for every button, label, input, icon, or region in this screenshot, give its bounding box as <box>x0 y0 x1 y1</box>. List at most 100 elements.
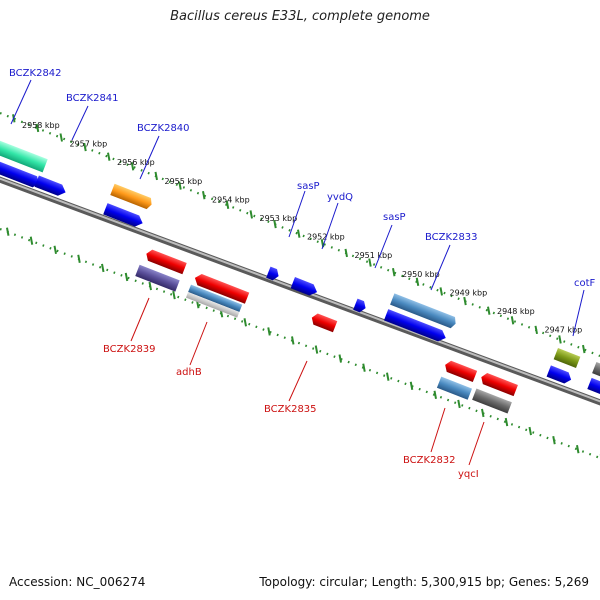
gene-label: BCZK2833 <box>425 232 478 243</box>
ruler-tick-label: 2955 kbp <box>165 177 203 186</box>
ruler-major-tick <box>154 171 158 181</box>
ruler-tick-label: 2948 kbp <box>497 307 535 316</box>
ruler-minor-track-tick <box>53 245 57 254</box>
gene-label: cotF <box>574 278 596 289</box>
gene-label: BCZK2835 <box>264 404 317 415</box>
gene-feature-forward-3 <box>103 203 143 227</box>
gene-feature-gray-edge <box>592 361 600 378</box>
ruler-tick-label: 2950 kbp <box>402 270 440 279</box>
ruler-major-tick <box>368 258 372 267</box>
accession-text: Accession: NC_006274 <box>9 575 146 589</box>
ruler-minor-track-tick <box>101 263 105 273</box>
gene-feature-bczk2832 <box>436 376 473 400</box>
ruler-major-tick <box>83 142 87 152</box>
gene-label: yvdQ <box>327 192 353 203</box>
ruler-major-tick <box>107 152 111 161</box>
forward-gene-labels: BCZK2842 BCZK2841 BCZK2840 sasP yvdQ sas… <box>9 68 596 289</box>
ruler-minor-track-tick <box>243 318 247 327</box>
gene-feature-yvdQ <box>290 277 318 296</box>
ruler-minor-track-tick <box>124 272 129 282</box>
reverse-gene-labels: BCZK2839 adhB BCZK2835 BCZK2832 yqcI <box>103 344 479 480</box>
gene-label: adhB <box>176 367 202 378</box>
inner-ruler-track <box>0 227 600 460</box>
ruler-tick-label: 2951 kbp <box>355 251 393 260</box>
ruler-major-tick <box>392 267 396 277</box>
ruler-minor-track-tick <box>314 345 319 354</box>
gene-feature-forward-2 <box>34 175 66 196</box>
gene-feature-bczk2839 <box>135 264 180 292</box>
gene-label: BCZK2832 <box>403 455 456 466</box>
ruler-minor-track-tick <box>552 435 556 445</box>
ruler-tick-label: 2956 kbp <box>117 158 155 167</box>
outer-ruler-track <box>0 111 600 358</box>
gene-feature-sasP-1 <box>266 266 279 281</box>
ruler-minor-track-tick <box>409 381 414 390</box>
ruler-minor-track-tick <box>481 408 485 418</box>
ruler-major-tick <box>273 219 277 229</box>
ruler-tick-label: 2949 kbp <box>450 288 488 297</box>
ruler-tick-label: 2954 kbp <box>212 195 250 204</box>
ruler-tick-label: 2953 kbp <box>260 214 298 223</box>
gene-label: sasP <box>297 181 320 192</box>
gene-label: BCZK2841 <box>66 93 119 104</box>
ruler-major-tick <box>297 229 301 238</box>
gene-label: sasP <box>383 212 406 223</box>
gene-feature-adhB <box>185 284 243 318</box>
gene-feature-reverse-1 <box>146 249 187 275</box>
ruler-minor-track-tick <box>528 426 532 436</box>
ruler-major-tick <box>415 277 420 286</box>
label-leader-lines <box>10 79 585 466</box>
ruler-major-tick <box>130 162 135 171</box>
ruler-tick-label: 2947 kbp <box>545 326 583 335</box>
ruler-minor-track-tick <box>576 445 580 454</box>
gene-feature-reverse-2 <box>194 274 250 304</box>
ruler-labels: 2958 kbp 2957 kbp 2956 kbp 2955 kbp 2954 kbp… <box>22 121 582 335</box>
ruler-tick-label: 2957 kbp <box>70 140 108 149</box>
ruler-major-tick <box>582 344 586 354</box>
gene-feature-bczk2835 <box>311 313 338 333</box>
ruler-minor-track-tick <box>433 390 437 400</box>
ruler-major-tick <box>439 287 443 296</box>
gene-label: BCZK2839 <box>103 344 156 355</box>
gene-feature-reverse-4 <box>481 372 518 397</box>
ruler-minor-track-tick <box>504 417 509 427</box>
gene-label: BCZK2840 <box>137 123 190 134</box>
ruler-minor-track-tick <box>291 336 295 345</box>
ruler-major-tick <box>178 181 182 190</box>
ruler-major-tick <box>344 248 348 258</box>
gene-label: BCZK2842 <box>9 68 62 79</box>
ruler-major-tick <box>249 210 253 219</box>
ruler-minor-track-tick <box>267 327 271 336</box>
ruler-minor-track-tick <box>77 254 81 264</box>
ruler-minor-track-tick <box>362 363 366 372</box>
ruler-major-tick <box>534 325 538 335</box>
ruler-tick-label: 2958 kbp <box>22 121 60 130</box>
ruler-minor-track-tick <box>6 227 10 236</box>
gene-features <box>0 136 600 414</box>
map-title: Bacillus cereus E33L, complete genome <box>170 9 430 24</box>
ruler-minor-track-tick <box>148 281 152 291</box>
ruler-major-tick <box>35 123 40 133</box>
ruler-major-tick <box>487 306 491 315</box>
ruler-major-tick <box>558 335 562 344</box>
gene-feature-bczk2840 <box>110 183 152 210</box>
gene-feature-cotF <box>553 348 581 368</box>
ruler-major-tick <box>225 200 230 210</box>
gene-feature-forward-6 <box>587 377 600 395</box>
ruler-minor-track-tick <box>457 399 461 409</box>
gene-feature-forward-4 <box>383 309 446 342</box>
ruler-major-tick <box>463 296 467 306</box>
ruler-major-tick <box>59 133 63 142</box>
ruler-minor-track-tick <box>172 290 176 300</box>
ruler-minor-track-tick <box>29 236 34 245</box>
ruler-major-tick <box>202 191 206 200</box>
genome-summary-text: Topology: circular; Length: 5,300,915 bp… <box>259 575 589 589</box>
gene-feature-yqcI <box>472 388 512 414</box>
gene-feature-forward-5 <box>546 365 572 384</box>
gene-label: yqcI <box>458 469 479 480</box>
gene-feature-reverse-3 <box>445 360 478 383</box>
gene-feature-bczk2842 <box>0 136 48 173</box>
ruler-minor-track-tick <box>386 372 390 381</box>
ruler-major-tick <box>510 316 515 325</box>
